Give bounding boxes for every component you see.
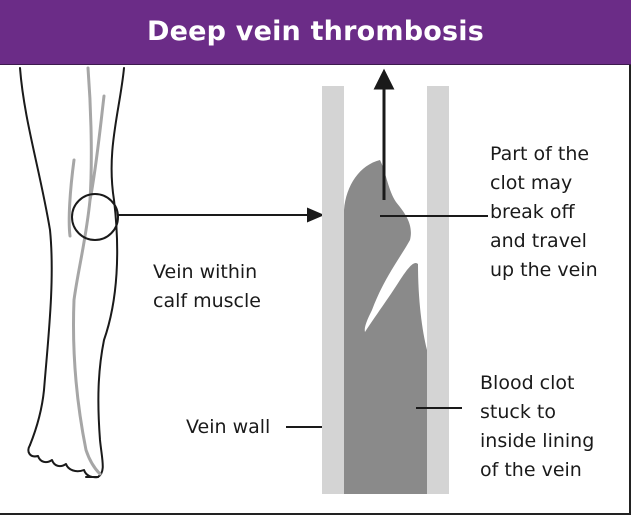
- leg-left-contour: [20, 68, 52, 445]
- zoom-arrow: [118, 209, 322, 221]
- foot-toes: [28, 445, 98, 477]
- vein-wall-right: [427, 86, 449, 494]
- label-vein-within: Vein within calf muscle: [153, 258, 261, 316]
- vein-wall-left: [322, 86, 344, 494]
- leg-vein-main: [74, 68, 101, 474]
- leg-outline: [20, 68, 124, 477]
- blood-clot: [344, 160, 427, 494]
- label-blood-clot: Blood clot stuck to inside lining of the…: [480, 369, 594, 485]
- label-vein-wall: Vein wall: [186, 413, 270, 442]
- zoom-circle: [72, 194, 118, 240]
- label-clot-break: Part of the clot may break off and trave…: [490, 140, 598, 285]
